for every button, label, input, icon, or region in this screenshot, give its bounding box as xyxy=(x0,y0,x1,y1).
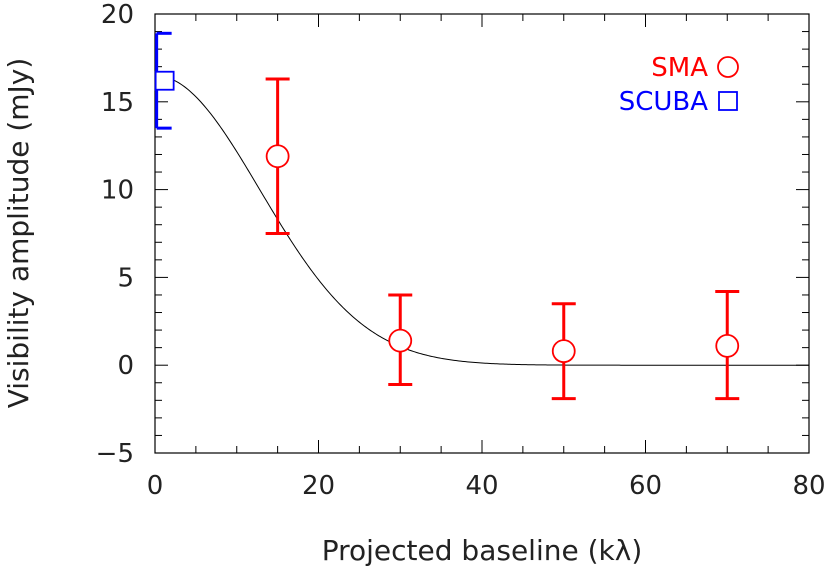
x-tick-label: 80 xyxy=(792,471,825,501)
axis-ticks xyxy=(154,13,810,454)
y-axis-label: Visibility amplitude (mJy) xyxy=(2,58,35,409)
x-tick-label: 20 xyxy=(302,471,335,501)
sma-point xyxy=(265,144,290,169)
y-tick-label: 5 xyxy=(117,263,134,293)
y-tick-label: 20 xyxy=(101,0,134,30)
y-tick-label: −5 xyxy=(96,439,134,469)
sma-point xyxy=(551,339,576,364)
x-axis-label: Projected baseline (kλ) xyxy=(322,534,643,567)
plot-frame xyxy=(154,13,810,454)
model-curve xyxy=(154,74,809,366)
scuba-point xyxy=(154,70,175,91)
sma-point xyxy=(388,328,413,353)
legend-marker xyxy=(718,91,738,111)
data-points xyxy=(154,31,740,401)
y-tick-label: 15 xyxy=(101,88,134,118)
axis-tick-labels: 0 20 40 60 80 −5 0 5 10 15 20 xyxy=(96,0,826,501)
x-tick-label: 60 xyxy=(629,471,662,501)
y-tick-label: 0 xyxy=(117,351,134,381)
y-tick-label: 10 xyxy=(101,176,134,206)
legend-label: SCUBA xyxy=(619,87,709,117)
x-tick-label: 40 xyxy=(465,471,498,501)
sma-point xyxy=(715,333,740,358)
legend-marker xyxy=(717,56,739,78)
legend-label: SMA xyxy=(651,53,708,83)
x-tick-label: 0 xyxy=(147,471,164,501)
legend: SMA SCUBA xyxy=(619,53,739,117)
